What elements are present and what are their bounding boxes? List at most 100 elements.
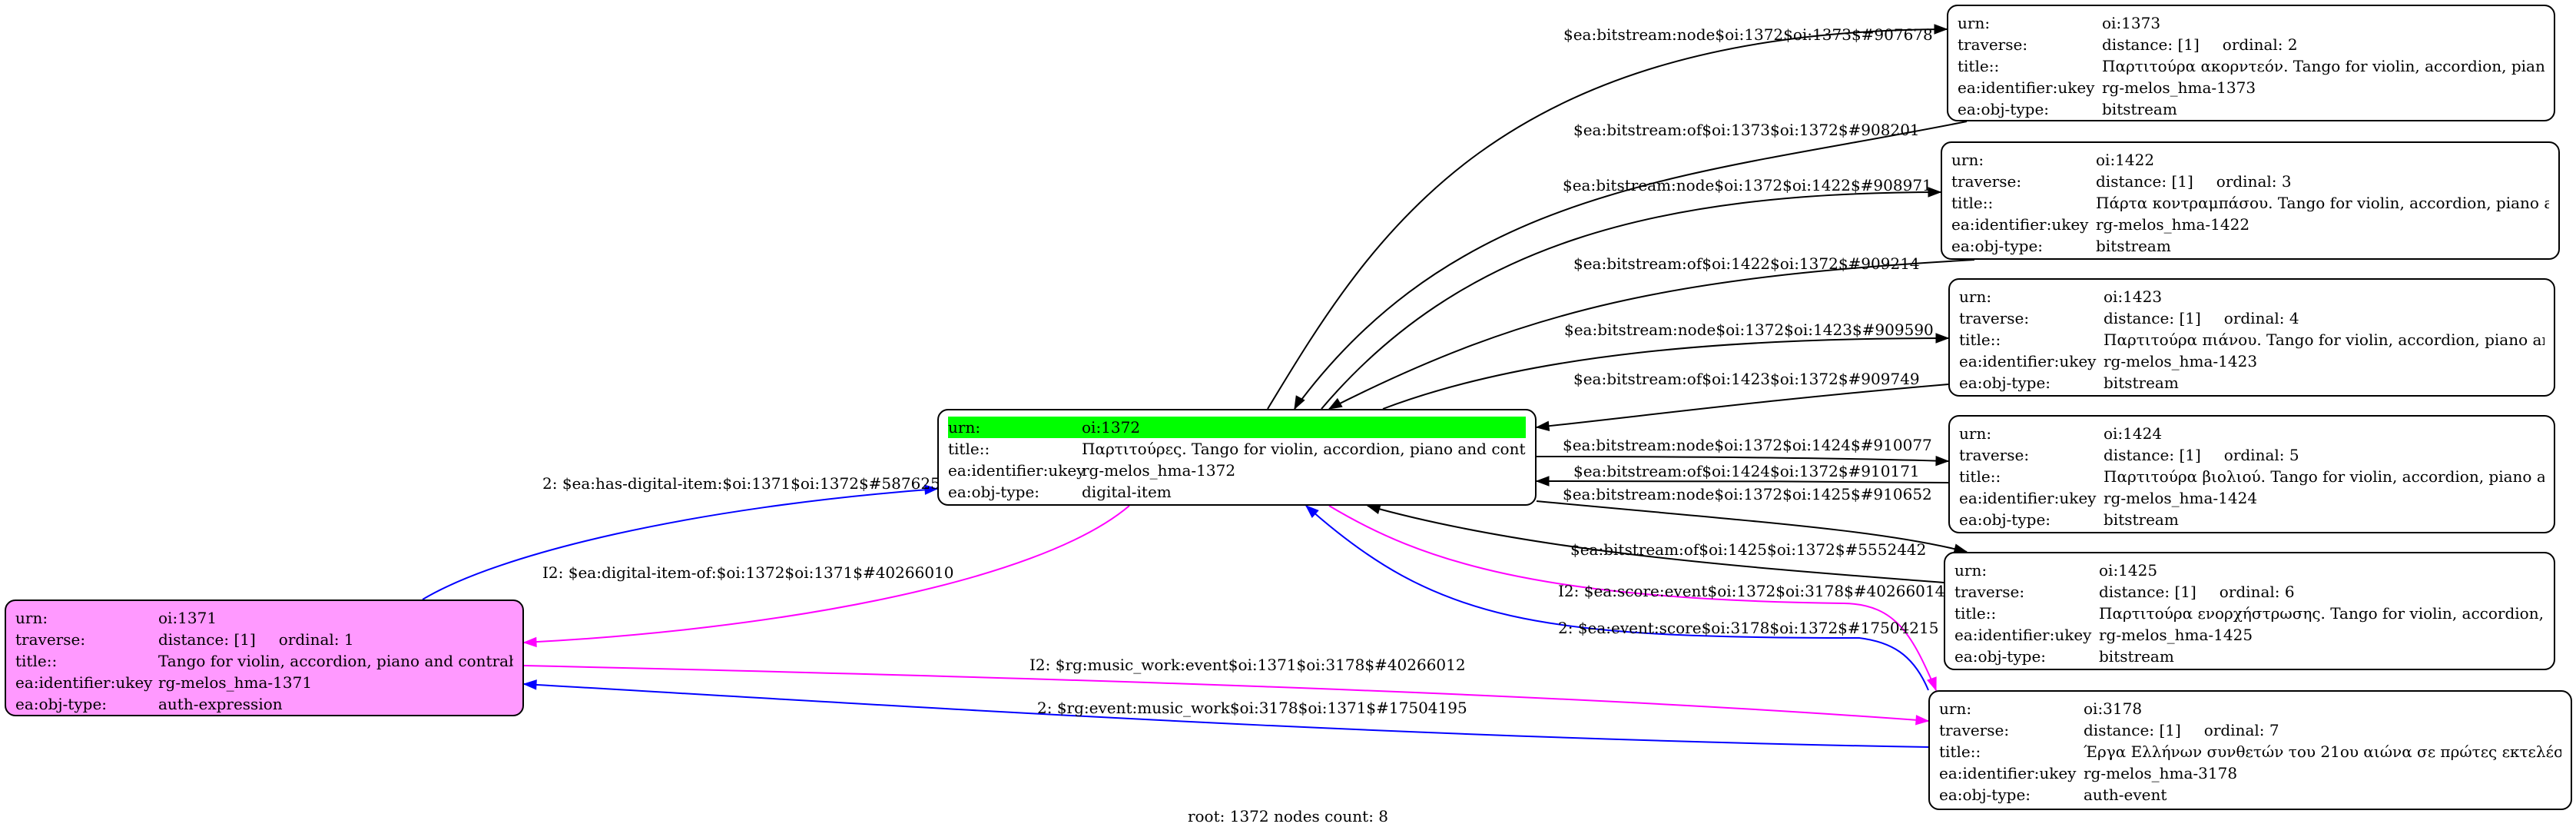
node-row-urn: urn:oi:1424 (1959, 423, 2545, 444)
node-oi-1422[interactable]: urn:oi:1422 traverse:distance: [1]ordina… (1941, 141, 2560, 260)
node-row-traverse: traverse:distance: [1]ordinal: 1 (15, 629, 513, 650)
edge-label: $ea:bitstream:of$oi:1423$oi:1372$#909749 (1573, 370, 1920, 388)
edge-arrowhead (1928, 187, 1942, 198)
node-row-objtype: ea:obj-type:bitstream (1954, 646, 2545, 667)
node-row-title: title::Πάρτα κοντραμπάσου. Tango for vio… (1951, 192, 2549, 214)
edge-arrowhead (924, 484, 939, 495)
edge-e3: $ea:bitstream:node$oi:1372$oi:1422$#9089… (1321, 176, 1942, 410)
edge-e12: 2: $ea:event:score$oi:3178$oi:1372$#1750… (1305, 505, 1938, 691)
identifier-value: rg-melos_hma-1372 (1082, 461, 1236, 480)
edge-arrowhead (1927, 676, 1937, 692)
traverse-label: traverse: (15, 630, 86, 649)
objtype-label: ea:obj-type: (1954, 647, 2047, 666)
title-label: title:: (15, 652, 58, 670)
title-value: Παρτιτούρα ακορντεόν. Tango for violin, … (2102, 57, 2545, 75)
node-row-traverse: traverse: distance: [1] ordinal: 7 (1939, 719, 2561, 741)
title-label: title:: (1939, 742, 1981, 761)
objtype-label: ea:obj-type: (1958, 100, 2050, 118)
node-row-title: title::Παρτιτούρα βιολιού. Tango for vio… (1959, 466, 2545, 487)
edge-arrowhead (1305, 505, 1319, 519)
ordinal: ordinal: 7 (2203, 721, 2279, 739)
edge-arrowhead (1535, 420, 1550, 431)
edge-label: I2: $ea:digital-item-of:$oi:1372$oi:1371… (542, 563, 954, 582)
edge-line (1367, 505, 1944, 583)
edge-line (523, 683, 1929, 748)
node-row-urn: urn:oi:1425 (1954, 560, 2545, 581)
distance: distance: [1] (2102, 35, 2200, 54)
edge-line (1382, 337, 1949, 410)
objtype-value: digital-item (1082, 483, 1172, 501)
node-oi-1423[interactable]: urn:oi:1423 traverse:distance: [1]ordina… (1948, 278, 2555, 397)
edge-line (1294, 121, 1968, 410)
traverse-label: traverse: (1939, 721, 2010, 739)
edge-line (1536, 384, 1949, 428)
node-row-traverse: traverse:distance: [1]ordinal: 3 (1951, 171, 2549, 192)
traverse-value: distance: [1]ordinal: 3 (2096, 171, 2549, 192)
distance: distance: [1] (2099, 583, 2196, 601)
title-value: Παρτιτούρα πιάνου. Tango for violin, acc… (2104, 330, 2545, 349)
traverse-label: traverse: (1958, 35, 2028, 54)
edge-line (1536, 500, 1968, 553)
objtype-label: ea:obj-type: (1959, 374, 2051, 392)
node-row-urn: urn:oi:1371 (15, 607, 513, 629)
edge-arrowhead (522, 679, 537, 690)
urn-label: urn: (1959, 287, 1992, 306)
node-row-urn: urn:oi:1423 (1959, 286, 2545, 307)
edge-label: $ea:bitstream:of$oi:1424$oi:1372$#910171 (1573, 462, 1920, 480)
objtype-value: bitstream (2096, 237, 2171, 255)
identifier-value: rg-melos_hma-1373 (2102, 78, 2256, 97)
edge-line (523, 505, 1130, 643)
edge-e6: $ea:bitstream:of$oi:1423$oi:1372$#909749 (1535, 370, 1949, 431)
edge-line (1328, 259, 1975, 410)
node-row-objtype: ea:obj-type:auth-expression (15, 693, 513, 715)
node-oi-1425[interactable]: urn:oi:1425 traverse:distance: [1]ordina… (1944, 552, 2555, 670)
node-row-objtype: ea:obj-type: bitstream (1951, 235, 2549, 257)
node-oi-1371[interactable]: urn:oi:1371 traverse:distance: [1]ordina… (5, 600, 524, 716)
edge-label: I2: $ea:score:event$oi:1372$oi:3178$#402… (1558, 582, 1944, 600)
distance: distance: [1] (2104, 446, 2201, 464)
identifier-value: rg-melos_hma-3178 (2084, 764, 2238, 782)
node-oi-1424[interactable]: urn:oi:1424 traverse:distance: [1]ordina… (1948, 415, 2555, 533)
node-oi-1372[interactable]: urn:oi:1372 title::Παρτιτούρες. Tango fo… (937, 409, 1537, 506)
traverse-value: distance: [1]ordinal: 2 (2102, 34, 2545, 55)
traverse-value: distance: [1]ordinal: 4 (2104, 307, 2545, 329)
node-row-title: title::Έργα Ελλήνων συνθετών του 21ου αι… (1939, 741, 2561, 762)
title-value: Παρτιτούρες. Tango for violin, accordion… (1082, 440, 1526, 458)
node-row-objtype: ea:obj-type:digital-item (948, 481, 1526, 503)
distance: distance: [1] (2084, 721, 2181, 739)
edge-label: I2: $rg:music_work:event$oi:1371$oi:3178… (1029, 656, 1466, 674)
edge-arrowhead (1535, 476, 1550, 487)
title-value: Tango for violin, accordion, piano and c… (158, 652, 513, 670)
edge-arrowhead (1294, 395, 1305, 410)
node-row-traverse: traverse: distance: [1]ordinal: 2 (1958, 34, 2545, 55)
identifier-label: ea:identifier:ukey (1958, 78, 2095, 97)
objtype-label: ea:obj-type: (1951, 237, 2044, 255)
distance: distance: [1] (2104, 309, 2201, 327)
title-value: Παρτιτούρα ενορχήστρωσης. Tango for viol… (2099, 604, 2545, 623)
edge-label: $ea:bitstream:node$oi:1372$oi:1425$#9106… (1563, 485, 1932, 503)
objtype-label: ea:obj-type: (1939, 786, 2031, 804)
node-oi-3178[interactable]: urn:oi:3178 traverse:distance: [1]ordina… (1928, 690, 2572, 810)
objtype-label: ea:obj-type: (1959, 510, 2051, 529)
urn-label: urn: (1951, 151, 1984, 169)
objtype-value: auth-event (2084, 786, 2167, 804)
edge-line (1321, 191, 1941, 410)
identifier-label: ea:identifier:ukey (15, 673, 153, 692)
urn-value: oi:1372 (1082, 418, 1141, 437)
edge-label: 2: $rg:event:music_work$oi:3178$oi:1371$… (1037, 699, 1467, 717)
urn-label: urn: (948, 418, 981, 437)
node-row-title: title::Παρτιτούρα πιάνου. Tango for viol… (1959, 329, 2545, 350)
node-row-identifier: ea:identifier:ukey rg-melos_hma-1373 (1958, 77, 2545, 98)
edge-arrowhead (522, 636, 537, 648)
node-row-objtype: ea:obj-type:bitstream (1959, 372, 2545, 394)
edge-arrowhead (1915, 715, 1930, 726)
node-oi-1373[interactable]: urn:oi:1373 traverse:distance: [1]ordina… (1947, 5, 2555, 121)
urn-value: oi:1424 (2104, 424, 2163, 443)
identifier-value: rg-melos_hma-1371 (158, 673, 313, 692)
edge-line (1328, 505, 1937, 691)
objtype-value: bitstream (2102, 100, 2177, 118)
